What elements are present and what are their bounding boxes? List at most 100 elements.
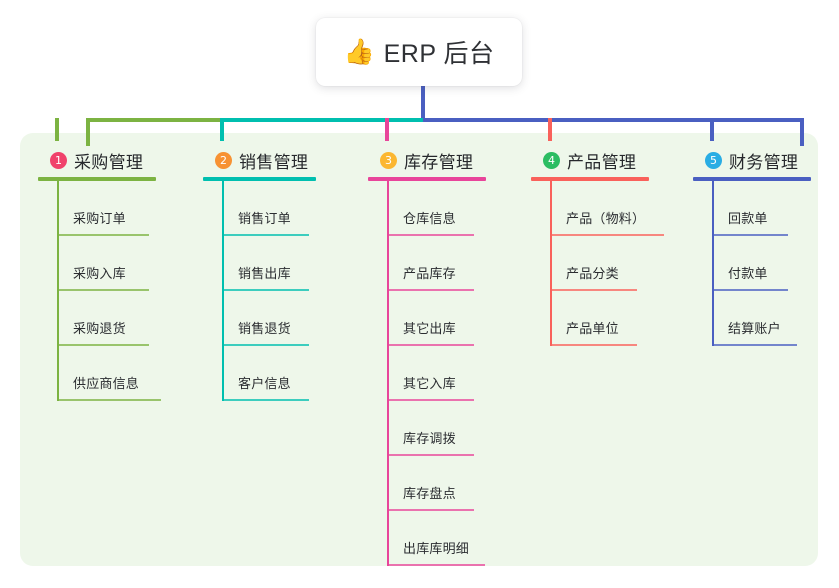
- branch-trunk-line: [712, 181, 714, 346]
- branch-item-label: 产品分类: [566, 266, 619, 281]
- branch-column-财务管理: 5 财务管理回款单付款单结算账户: [693, 148, 811, 346]
- connector-bar-segment-blue: [423, 118, 800, 122]
- branch-items: 采购订单采购入库采购退货供应商信息: [38, 181, 161, 401]
- branch-item-label: 出库库明细: [403, 541, 470, 556]
- diagram-background-panel: [20, 133, 818, 566]
- branch-items: 产品（物料） 产品分类产品单位: [531, 181, 664, 346]
- branch-items: 仓库信息产品库存其它出库其它入库库存调拨库存盘点出库库明细: [368, 181, 486, 566]
- branch-header-underline: [693, 177, 811, 181]
- branch-item-underline: [387, 564, 485, 566]
- branch-item-label: 库存调拨: [403, 431, 456, 446]
- branch-item-underline: [387, 344, 474, 346]
- branch-title-label: 销售管理: [239, 152, 309, 172]
- branch-item[interactable]: 付款单: [693, 236, 811, 291]
- branch-number-badge: 1: [50, 151, 67, 169]
- connector-bar-segment-green: [86, 118, 224, 122]
- branch-trunk-line: [57, 181, 59, 401]
- branch-column-产品管理: 4 产品管理产品（物料） 产品分类产品单位: [531, 148, 664, 346]
- branch-item-underline: [387, 234, 474, 236]
- branch-items: 销售订单销售出库销售退货客户信息: [203, 181, 316, 401]
- branch-item-label: 采购入库: [73, 266, 126, 281]
- branch-item-underline: [712, 234, 788, 236]
- branch-number-badge: 5: [705, 151, 722, 169]
- branch-item[interactable]: 出库库明细: [368, 511, 486, 566]
- branch-header-underline: [38, 177, 156, 181]
- branch-title-label: 库存管理: [404, 152, 474, 172]
- branch-header-underline: [531, 177, 649, 181]
- branch-item-underline: [222, 344, 309, 346]
- branch-item[interactable]: 销售订单: [203, 181, 316, 236]
- branch-item[interactable]: 采购入库: [38, 236, 156, 291]
- connector-drop-3: [385, 118, 389, 141]
- branch-item[interactable]: 回款单: [693, 181, 811, 236]
- branch-item[interactable]: 客户信息: [203, 346, 316, 401]
- branch-item[interactable]: 库存盘点: [368, 456, 486, 511]
- branch-item-underline: [712, 289, 788, 291]
- branch-item-label: 回款单: [728, 211, 768, 226]
- connector-bar-right-cap: [800, 118, 804, 146]
- branch-item-underline: [550, 344, 637, 346]
- branch-item-label: 仓库信息: [403, 211, 456, 226]
- branch-item[interactable]: 供应商信息: [38, 346, 161, 401]
- branch-number-badge: 4: [543, 151, 560, 169]
- branch-item[interactable]: 销售出库: [203, 236, 316, 291]
- branch-item-underline: [57, 234, 149, 236]
- branch-item-underline: [222, 399, 309, 401]
- branch-item-label: 库存盘点: [403, 486, 456, 501]
- root-node[interactable]: 👍 ERP 后台: [316, 18, 522, 86]
- branch-trunk-line: [550, 181, 552, 346]
- branch-title-label: 采购管理: [74, 152, 144, 172]
- branch-item-label: 客户信息: [238, 376, 291, 391]
- branch-item-label: 其它出库: [403, 321, 456, 336]
- branch-item[interactable]: 产品库存: [368, 236, 486, 291]
- branch-column-采购管理: 1 采购管理采购订单采购入库采购退货供应商信息: [38, 148, 161, 401]
- branch-header-产品管理[interactable]: 4 产品管理: [531, 148, 649, 172]
- branch-item-label: 采购退货: [73, 321, 126, 336]
- branch-item-underline: [712, 344, 797, 346]
- branch-header-销售管理[interactable]: 2 销售管理: [203, 148, 316, 172]
- branch-item[interactable]: 产品（物料）: [531, 181, 664, 236]
- branch-item[interactable]: 采购退货: [38, 291, 156, 346]
- branch-header-财务管理[interactable]: 5 财务管理: [693, 148, 811, 172]
- branch-item[interactable]: 其它出库: [368, 291, 486, 346]
- branch-title-label: 产品管理: [567, 152, 637, 172]
- branch-item-underline: [57, 289, 149, 291]
- branch-header-库存管理[interactable]: 3 库存管理: [368, 148, 486, 172]
- branch-item[interactable]: 产品单位: [531, 291, 649, 346]
- branch-item-label: 销售退货: [238, 321, 291, 336]
- branch-items: 回款单付款单结算账户: [693, 181, 811, 346]
- branch-item-label: 供应商信息: [73, 376, 140, 391]
- branch-item-label: 付款单: [728, 266, 768, 281]
- connector-root-stem: [421, 84, 425, 122]
- branch-item-underline: [222, 234, 309, 236]
- branch-number-badge: 3: [380, 151, 397, 169]
- branch-item[interactable]: 销售退货: [203, 291, 316, 346]
- branch-item-underline: [550, 234, 664, 236]
- connector-drop-4: [548, 118, 552, 141]
- branch-item[interactable]: 结算账户: [693, 291, 811, 346]
- branch-item[interactable]: 采购订单: [38, 181, 156, 236]
- branch-item-label: 采购订单: [73, 211, 126, 226]
- branch-column-库存管理: 3 库存管理仓库信息产品库存其它出库其它入库库存调拨库存盘点出库库明细: [368, 148, 486, 566]
- branch-header-采购管理[interactable]: 1 采购管理: [38, 148, 156, 172]
- branch-header-underline: [368, 177, 486, 181]
- branch-item-label: 销售出库: [238, 266, 291, 281]
- branch-item-label: 结算账户: [728, 321, 781, 336]
- branch-item-underline: [222, 289, 309, 291]
- branch-item-underline: [387, 289, 474, 291]
- branch-item[interactable]: 仓库信息: [368, 181, 486, 236]
- branch-number-badge: 2: [215, 151, 232, 169]
- branch-item[interactable]: 其它入库: [368, 346, 486, 401]
- branch-title-label: 财务管理: [729, 152, 799, 172]
- branch-trunk-line: [387, 181, 389, 566]
- branch-item-underline: [57, 399, 161, 401]
- branch-trunk-line: [222, 181, 224, 401]
- connector-bar-segment-teal: [222, 118, 423, 122]
- branch-item[interactable]: 产品分类: [531, 236, 649, 291]
- branch-header-underline: [203, 177, 316, 181]
- branch-item-label: 其它入库: [403, 376, 456, 391]
- branch-item[interactable]: 库存调拨: [368, 401, 486, 456]
- branch-item-underline: [387, 454, 474, 456]
- branch-item-underline: [387, 509, 474, 511]
